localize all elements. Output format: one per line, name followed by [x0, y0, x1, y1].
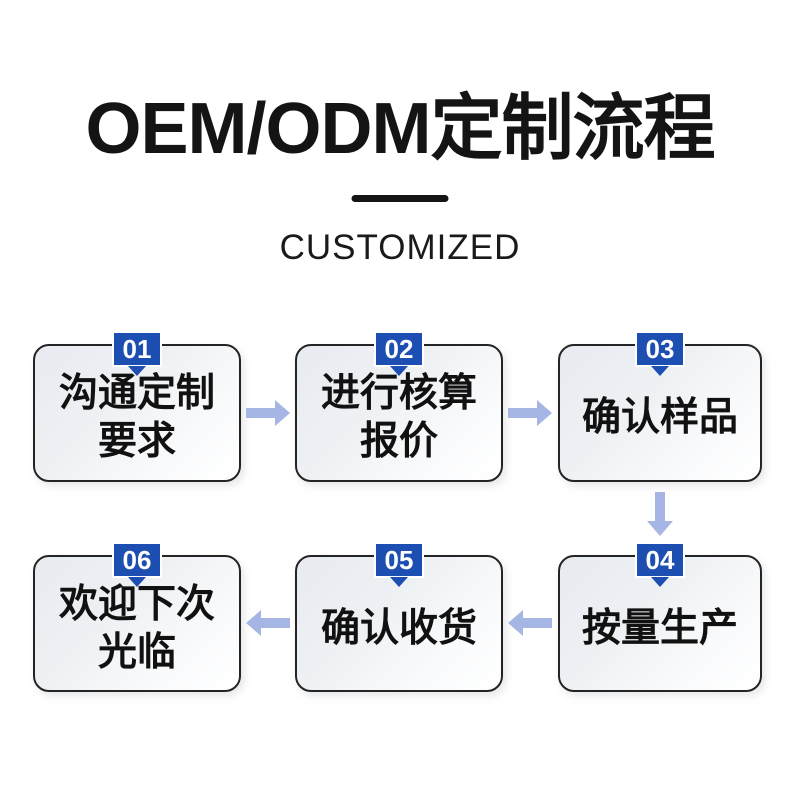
- arrow-shaft: [508, 408, 538, 418]
- page-subtitle: CUSTOMIZED: [279, 228, 521, 267]
- badge-rect: 02: [374, 331, 424, 367]
- step-5-number-badge: 05: [374, 542, 424, 587]
- badge-tail-icon: [128, 366, 146, 376]
- arrow-left-icon: [246, 610, 290, 636]
- step-2-label: 进行核算 报价: [320, 372, 477, 463]
- badge-rect: 04: [635, 542, 685, 578]
- flow-step-1: 01 沟通定制 要求: [33, 331, 241, 482]
- arrow-down-icon: [647, 492, 673, 536]
- step-6-label: 欢迎下次 光临: [58, 582, 215, 674]
- arrow-head: [275, 400, 290, 426]
- arrow-left-icon: [508, 610, 552, 636]
- badge-tail-icon: [128, 577, 146, 587]
- step-1-number-badge: 01: [112, 331, 162, 376]
- arrow-right-icon: [508, 400, 552, 426]
- badge-rect: 05: [374, 542, 424, 578]
- step-number: 02: [384, 334, 414, 364]
- step-3-label: 确认样品: [581, 396, 738, 440]
- step-4-label: 按量生产: [581, 606, 738, 650]
- step-number: 04: [645, 545, 675, 575]
- badge-tail-icon: [390, 577, 408, 587]
- step-4-number-badge: 04: [635, 542, 685, 587]
- arrow-head: [537, 400, 552, 426]
- arrow-shaft: [246, 408, 276, 418]
- badge-tail-icon: [651, 366, 669, 376]
- arrow-head: [246, 610, 261, 636]
- arrow-head: [508, 610, 523, 636]
- step-2-number-badge: 02: [374, 331, 424, 376]
- arrow-shaft: [260, 618, 290, 628]
- step-number: 03: [645, 334, 675, 364]
- badge-tail-icon: [651, 577, 669, 587]
- badge-rect: 01: [112, 331, 162, 367]
- step-6-number-badge: 06: [112, 542, 162, 587]
- step-1-label: 沟通定制 要求: [58, 372, 215, 463]
- step-number: 05: [384, 545, 414, 575]
- arrow-head: [647, 521, 673, 536]
- flow-step-3: 03 确认样品: [558, 331, 762, 482]
- arrow-shaft: [655, 492, 665, 522]
- page-title: OEM/ODM定制流程: [85, 89, 716, 169]
- arrow-right-icon: [246, 400, 290, 426]
- flow-step-4: 04 按量生产: [558, 542, 762, 692]
- badge-tail-icon: [390, 366, 408, 376]
- flow-step-2: 02 进行核算 报价: [295, 331, 503, 482]
- badge-rect: 03: [635, 331, 685, 367]
- step-5-label: 确认收货: [320, 606, 477, 650]
- badge-rect: 06: [112, 542, 162, 578]
- flow-step-6: 06 欢迎下次 光临: [33, 542, 241, 692]
- step-number: 01: [122, 334, 152, 364]
- step-3-number-badge: 03: [635, 331, 685, 376]
- title-divider: [351, 195, 449, 202]
- arrow-shaft: [522, 618, 552, 628]
- step-number: 06: [122, 545, 152, 575]
- flow-step-5: 05 确认收货: [295, 542, 503, 692]
